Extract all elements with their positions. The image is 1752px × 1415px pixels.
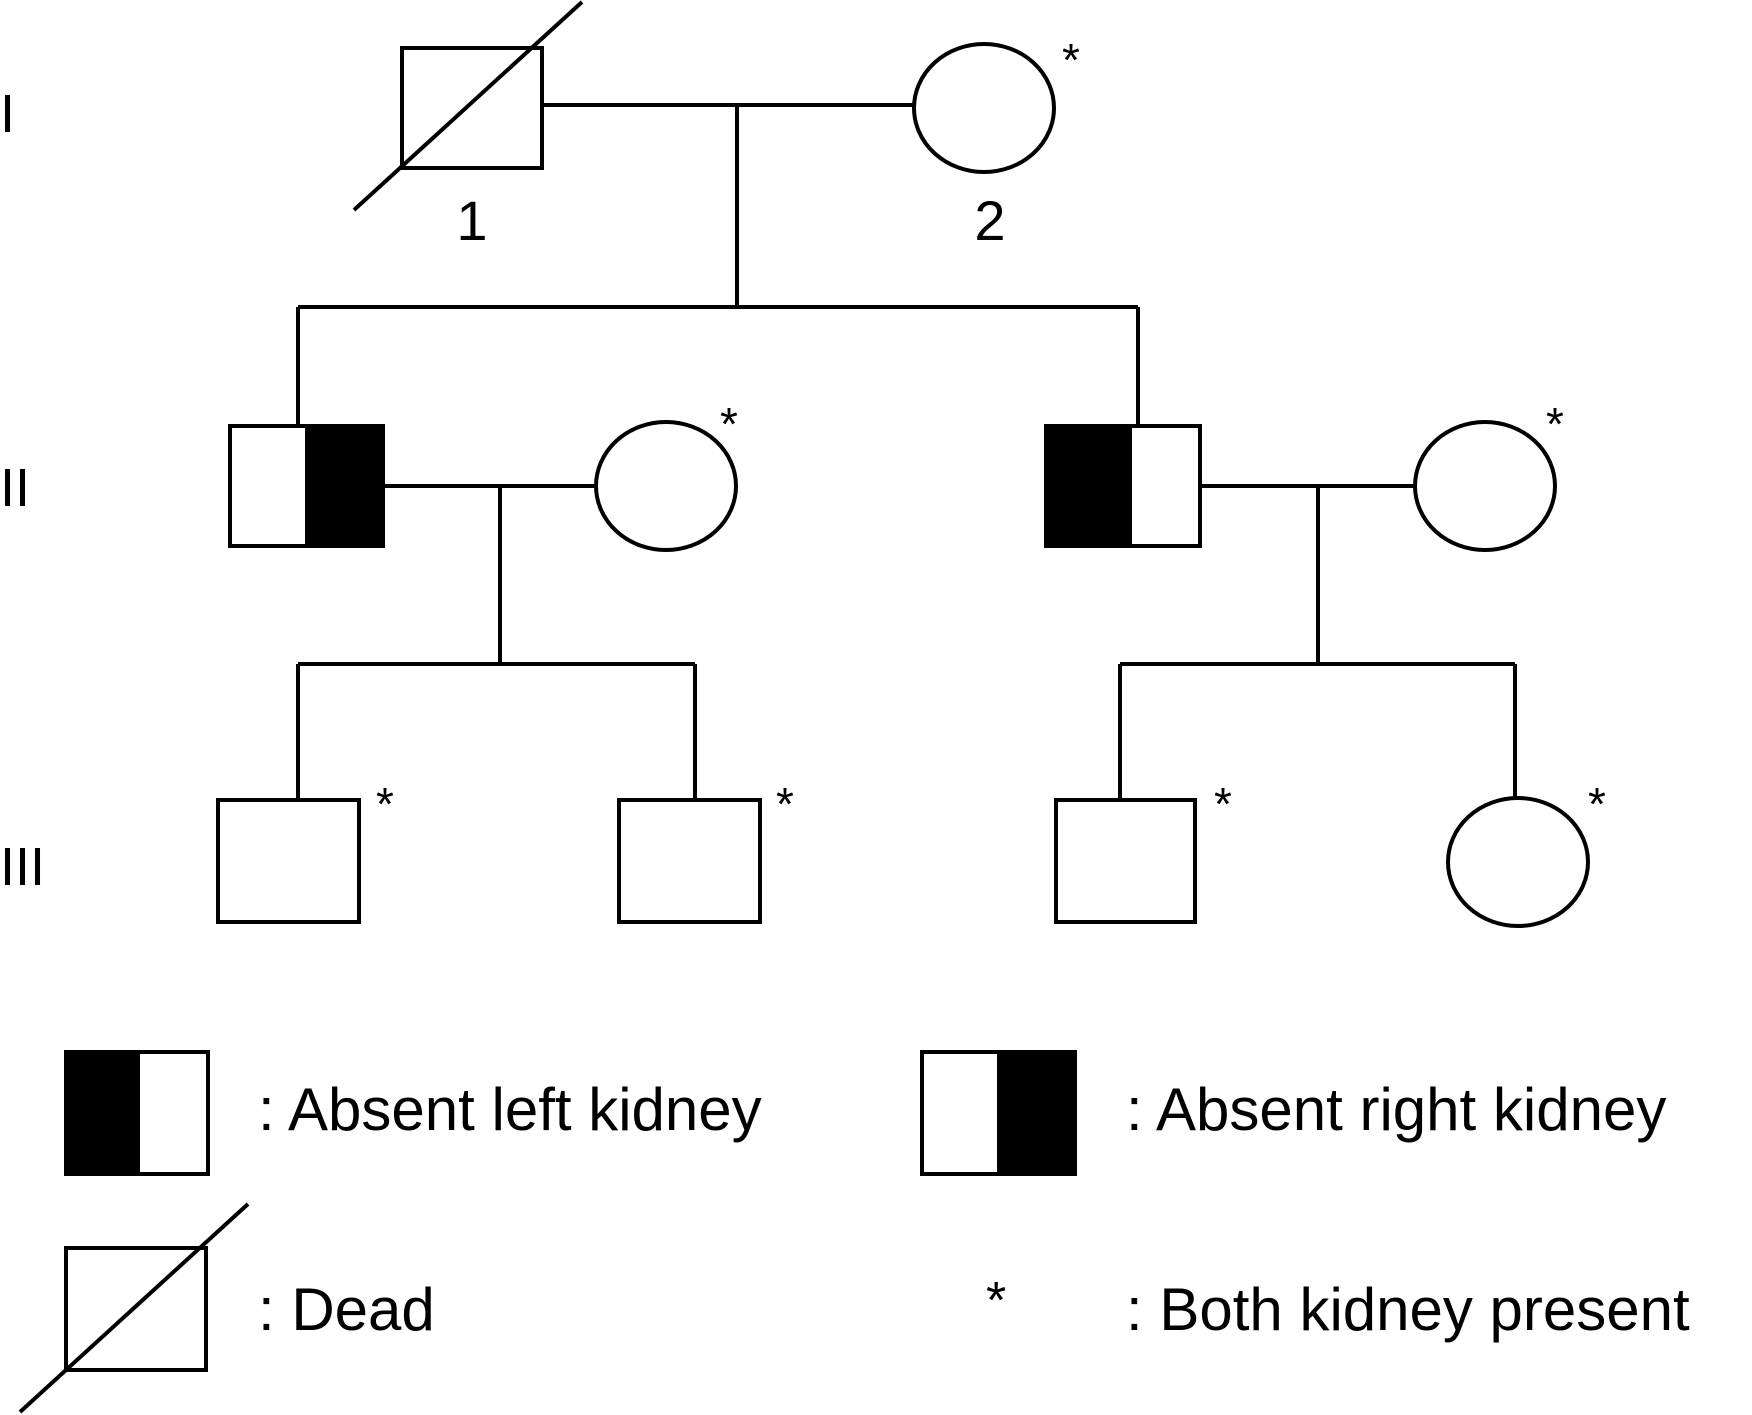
individual-III-1: [216, 798, 361, 924]
legend: : Absent left kidney : Absent right kidn…: [18, 1050, 1690, 1414]
legend-symbol-absent-right: [920, 1050, 1077, 1176]
individual-II-4: [1413, 420, 1557, 552]
legend-symbol-dead: [18, 1202, 250, 1414]
both-present-marker: *: [376, 778, 394, 830]
legend-absent-right-label: : Absent right kidney: [1126, 1076, 1666, 1143]
legend-both-present-label: : Both kidney present: [1126, 1276, 1690, 1343]
individual-II-2: [594, 420, 738, 552]
legend-dead-label: : Dead: [258, 1276, 435, 1343]
legend-asterisk-symbol: *: [986, 1272, 1006, 1330]
individual-III-3: [1054, 798, 1197, 924]
both-present-marker: *: [1214, 778, 1232, 830]
individual-III-2: [617, 798, 762, 924]
both-present-marker: *: [1546, 398, 1564, 450]
individual-II-3: [1044, 424, 1202, 548]
individual-III-4: [1446, 796, 1590, 928]
individual-number-2: 2: [974, 189, 1005, 252]
generation-label-1: I: [0, 84, 15, 144]
individual-number-1: 1: [456, 189, 487, 252]
both-present-marker: *: [1588, 778, 1606, 830]
generation-label-3: III: [0, 837, 45, 897]
both-present-marker: *: [720, 398, 738, 450]
legend-absent-left-label: : Absent left kidney: [258, 1076, 762, 1143]
deceased-slash: [352, 0, 584, 212]
legend-symbol-absent-left: [64, 1050, 210, 1176]
both-present-marker: *: [1062, 34, 1080, 86]
individual-I-2: [912, 42, 1056, 174]
individual-II-1: [228, 424, 385, 548]
individual-I-1: [352, 0, 584, 212]
both-present-marker: *: [776, 778, 794, 830]
generation-label-2: II: [0, 458, 30, 518]
